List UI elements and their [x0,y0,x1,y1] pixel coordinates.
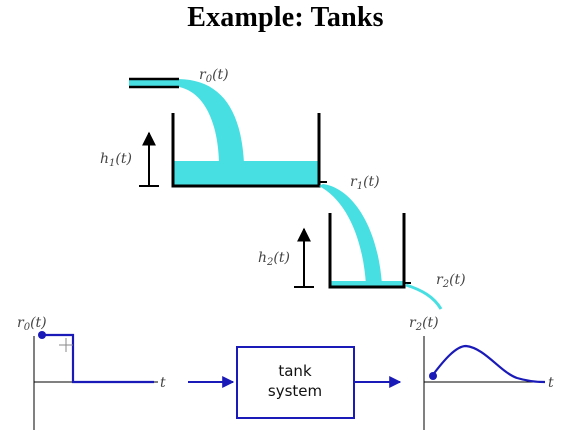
input-start-marker [38,331,46,339]
label-h1: h1(t) [100,151,132,169]
label-h2: h2(t) [258,250,290,268]
block-label-line1: tank [278,362,312,380]
output-signal-plot: r2(t) t [409,315,554,430]
tank2-water [330,281,404,287]
h2-height-arrow [294,227,314,288]
label-r2-plot: r2(t) [409,315,439,333]
input-pulse-curve [42,333,154,384]
outflow-stream-r1 [319,184,382,285]
output-response-curve [431,344,546,384]
tank-system-block [236,346,355,419]
slide-title: Example: Tanks [187,2,384,33]
crosshair-cursor-icon [59,338,73,352]
block-label-line2: system [268,382,322,400]
label-r0-tank: r0(t) [199,67,229,85]
label-r1: r1(t) [350,174,380,192]
outflow-stream-r2 [405,283,443,310]
tank2-walls [328,213,406,289]
label-r0-plot: r0(t) [17,315,47,333]
label-t-left: t [160,375,166,391]
label-t-right: t [548,375,554,391]
inlet-pipe [129,77,179,89]
input-signal-plot: r0(t) t [17,315,166,430]
tank1-walls [171,113,321,188]
output-start-marker [429,372,437,380]
label-r2-tank: r2(t) [436,272,466,290]
h1-height-arrow [139,131,159,187]
tank1-water [173,161,319,186]
inflow-stream-r0 [179,79,244,163]
